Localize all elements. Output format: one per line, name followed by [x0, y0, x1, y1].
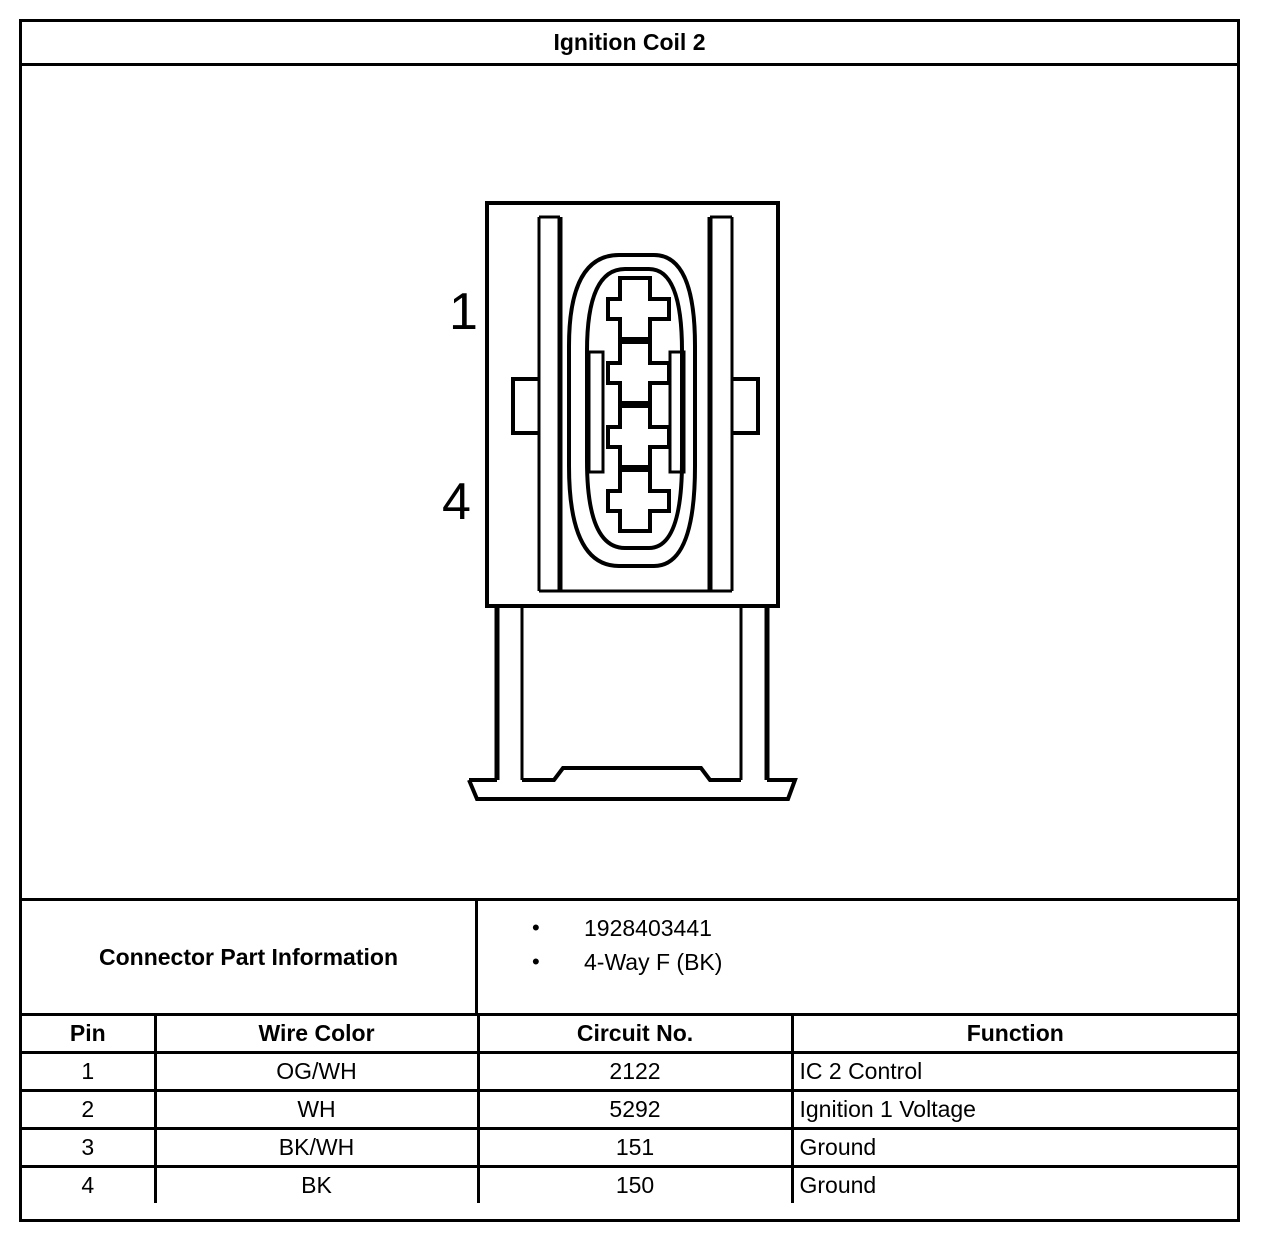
page-title: Ignition Coil 2	[22, 22, 1237, 66]
connector-diagram: 1 4	[22, 66, 1237, 898]
cell-circuit: 151	[476, 1127, 794, 1168]
inner-seal	[585, 267, 684, 550]
cell-pin: 1	[22, 1051, 157, 1092]
connector-type: 4-Way F (BK)	[478, 945, 1237, 979]
cell-wire-color: OG/WH	[153, 1051, 480, 1092]
connector-part-info: Connector Part Information 1928403441 4-…	[22, 898, 1237, 1016]
part-number: 1928403441	[478, 911, 1237, 945]
cell-function: Ground	[790, 1165, 1237, 1203]
pin-label-1: 1	[449, 283, 478, 341]
header-wire-color: Wire Color	[153, 1016, 480, 1054]
table-row: 1 OG/WH 2122 IC 2 Control	[22, 1051, 1237, 1092]
part-info-label: Connector Part Information	[22, 901, 478, 1013]
terminal-cavity-4	[606, 468, 671, 533]
cell-pin: 2	[22, 1089, 157, 1130]
connector-base	[467, 766, 798, 801]
header-pin: Pin	[22, 1016, 157, 1054]
table-row: 3 BK/WH 151 Ground	[22, 1127, 1237, 1168]
cell-function: Ground	[790, 1127, 1237, 1168]
cell-circuit: 2122	[476, 1051, 794, 1092]
header-function: Function	[790, 1016, 1237, 1054]
outer-seal	[567, 253, 697, 568]
terminal-cavity-1	[606, 276, 671, 341]
cell-circuit: 5292	[476, 1089, 794, 1130]
connector-drawing	[467, 201, 798, 801]
cell-wire-color: BK/WH	[153, 1127, 480, 1168]
pinout-table: Pin Wire Color Circuit No. Function 1 OG…	[22, 1016, 1237, 1203]
pin-label-4: 4	[442, 473, 471, 531]
cell-function: IC 2 Control	[790, 1051, 1237, 1092]
terminal-cavity-2	[606, 340, 671, 405]
cell-pin: 3	[22, 1127, 157, 1168]
table-header-row: Pin Wire Color Circuit No. Function	[22, 1016, 1237, 1054]
cell-wire-color: BK	[153, 1165, 480, 1203]
cell-function: Ignition 1 Voltage	[790, 1089, 1237, 1130]
table-row: 2 WH 5292 Ignition 1 Voltage	[22, 1089, 1237, 1130]
cell-circuit: 150	[476, 1165, 794, 1203]
part-info-list: 1928403441 4-Way F (BK)	[478, 901, 1237, 1023]
header-circuit: Circuit No.	[476, 1016, 794, 1054]
terminal-cavity-3	[606, 404, 671, 469]
connector-frame: Ignition Coil 2	[19, 19, 1240, 1222]
table-row: 4 BK 150 Ground	[22, 1165, 1237, 1203]
cell-pin: 4	[22, 1165, 157, 1203]
connector-housing	[485, 201, 780, 608]
cell-wire-color: WH	[153, 1089, 480, 1130]
